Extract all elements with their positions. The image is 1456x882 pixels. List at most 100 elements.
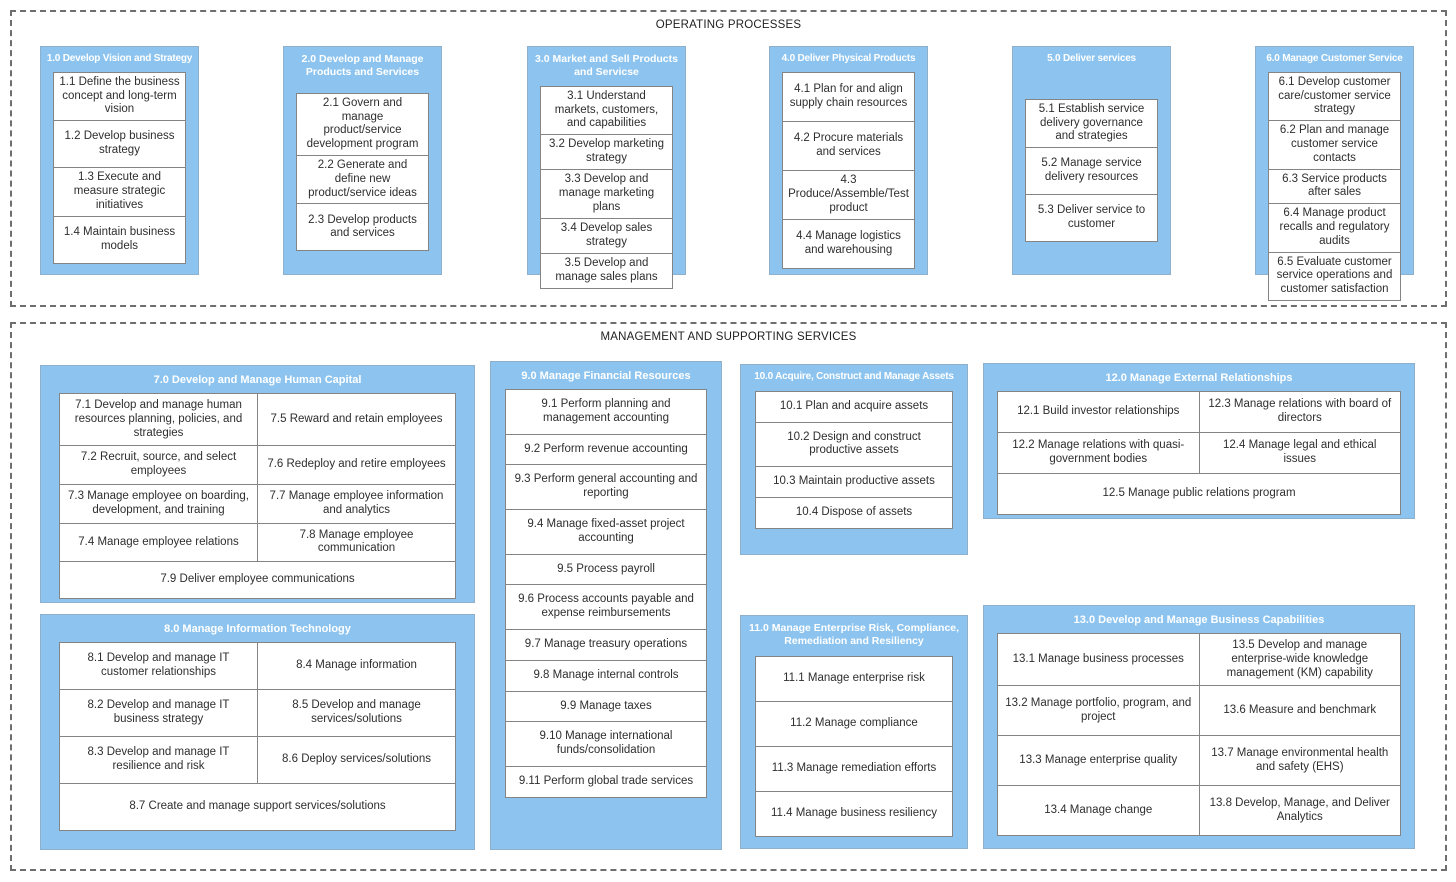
process-item: 9.2 Perform revenue accounting xyxy=(506,434,706,465)
process-item: 7.9 Deliver employee communications xyxy=(60,562,455,599)
process-item: 10.3 Maintain productive assets xyxy=(756,467,952,497)
process-item: 11.3 Manage remediation efforts xyxy=(756,746,952,791)
process-item: 9.3 Perform general accounting and repor… xyxy=(506,465,706,510)
process-item: 13.1 Manage business processes xyxy=(998,634,1199,686)
process-item: 8.1 Develop and manage IT customer relat… xyxy=(60,643,257,690)
process-item: 4.4 Manage logistics and warehousing xyxy=(783,219,914,268)
process-item: 8.3 Develop and manage IT resilience and… xyxy=(60,737,257,784)
process-item: 7.8 Manage employee communication xyxy=(258,523,455,562)
process-item: 5.1 Establish service delivery governanc… xyxy=(1026,99,1157,148)
process-item: 2.2 Generate and define new product/serv… xyxy=(297,156,428,204)
operating-processes-section: OPERATING PROCESSES 1.0 Develop Vision a… xyxy=(10,10,1447,307)
process-item: 7.4 Manage employee relations xyxy=(60,523,257,562)
process-item: 2.3 Develop products and services xyxy=(297,204,428,251)
process-item: 6.2 Plan and manage customer service con… xyxy=(1269,121,1400,169)
process-item: 6.4 Manage product recalls and regulator… xyxy=(1269,204,1400,252)
process-box-title: 11.0 Manage Enterprise Risk, Compliance,… xyxy=(748,622,960,648)
process-item: 13.3 Manage enterprise quality xyxy=(998,736,1199,786)
process-item: 13.4 Manage change xyxy=(998,786,1199,836)
process-item: 9.11 Perform global trade services xyxy=(506,767,706,797)
process-item-grid: 13.1 Manage business processes 13.5 Deve… xyxy=(997,633,1401,837)
process-box-7-develop-and-manage-human-capital: 7.0 Develop and Manage Human Capital 7.1… xyxy=(40,365,475,603)
process-item-grid: 8.1 Develop and manage IT customer relat… xyxy=(59,642,456,832)
process-box-title: 6.0 Manage Customer Service xyxy=(1266,53,1403,64)
process-item-list: 11.1 Manage enterprise risk 11.2 Manage … xyxy=(755,655,953,837)
process-item: 9.8 Manage internal controls xyxy=(506,660,706,691)
process-item: 1.3 Execute and measure strategic initia… xyxy=(54,168,185,216)
process-item: 8.6 Deploy services/solutions xyxy=(258,737,455,784)
process-item: 13.6 Measure and benchmark xyxy=(1199,686,1400,736)
process-box-title: 4.0 Deliver Physical Products xyxy=(781,53,916,64)
process-item: 3.4 Develop sales strategy xyxy=(541,218,672,253)
process-box-2-develop-and-manage-products-and-services: 2.0 Develop and Manage Products and Serv… xyxy=(283,46,442,275)
process-box-5-deliver-services: 5.0 Deliver services 5.1 Establish servi… xyxy=(1012,46,1171,275)
process-box-title: 3.0 Market and Sell Products and Servics… xyxy=(535,53,678,79)
process-item: 13.8 Develop, Manage, and Deliver Analyt… xyxy=(1199,786,1400,836)
process-item: 12.1 Build investor relationships xyxy=(998,392,1199,433)
process-item-list: 3.1 Understand markets, customers, and c… xyxy=(540,85,673,289)
process-box-12-manage-external-relationships: 12.0 Manage External Relationships 12.1 … xyxy=(983,363,1415,519)
process-item-grid: 7.1 Develop and manage human resources p… xyxy=(59,393,456,600)
process-item: 10.4 Dispose of assets xyxy=(756,497,952,528)
process-item-list: 9.1 Perform planning and management acco… xyxy=(505,389,707,798)
process-item: 11.4 Manage business resiliency xyxy=(756,791,952,836)
process-item: 6.3 Service products after sales xyxy=(1269,169,1400,204)
process-box-title: 5.0 Deliver services xyxy=(1047,53,1136,64)
process-box-4-deliver-physical-products: 4.0 Deliver Physical Products 4.1 Plan f… xyxy=(769,46,928,275)
process-box-title: 1.0 Develop Vision and Strategy xyxy=(46,53,193,64)
process-item: 3.5 Develop and manage sales plans xyxy=(541,253,672,288)
process-item: 12.4 Manage legal and ethical issues xyxy=(1199,433,1400,474)
process-item: 9.7 Manage treasury operations xyxy=(506,630,706,660)
process-box-8-manage-information-technology: 8.0 Manage Information Technology 8.1 De… xyxy=(40,614,475,850)
process-item: 9.10 Manage international funds/consolid… xyxy=(506,722,706,767)
process-item-list: 2.1 Govern and manage product/service de… xyxy=(296,92,429,252)
process-item: 8.5 Develop and manage services/solution… xyxy=(258,690,455,737)
process-item-list: 4.1 Plan for and align supply chain reso… xyxy=(782,71,915,269)
process-item: 10.1 Plan and acquire assets xyxy=(756,391,952,422)
process-item: 4.2 Procure materials and services xyxy=(783,121,914,170)
section-title: MANAGEMENT AND SUPPORTING SERVICES xyxy=(600,331,857,343)
process-box-title: 7.0 Develop and Manage Human Capital xyxy=(153,374,362,386)
process-item: 11.2 Manage compliance xyxy=(756,701,952,746)
process-item: 3.1 Understand markets, customers, and c… xyxy=(541,86,672,135)
process-box-1-develop-vision-and-strategy: 1.0 Develop Vision and Strategy 1.1 Defi… xyxy=(40,46,199,275)
process-item: 7.7 Manage employee information and anal… xyxy=(258,485,455,523)
process-box-13-develop-and-manage-business-capabilities: 13.0 Develop and Manage Business Capabil… xyxy=(983,605,1415,849)
process-item: 9.9 Manage taxes xyxy=(506,691,706,722)
process-item: 12.2 Manage relations with quasi-governm… xyxy=(998,433,1199,474)
process-item: 8.4 Manage information xyxy=(258,643,455,690)
process-box-title: 9.0 Manage Financial Resources xyxy=(521,370,691,382)
process-item: 7.6 Redeploy and retire employees xyxy=(258,446,455,485)
process-item: 13.2 Manage portfolio, program, and proj… xyxy=(998,686,1199,736)
process-box-3-market-and-sell-products-and-services: 3.0 Market and Sell Products and Servics… xyxy=(527,46,686,289)
process-box-title: 13.0 Develop and Manage Business Capabil… xyxy=(1073,614,1325,626)
process-box-title: 12.0 Manage External Relationships xyxy=(1105,372,1293,384)
process-item: 11.1 Manage enterprise risk xyxy=(756,656,952,701)
process-box-11-manage-enterprise-risk-compliance-remediation-and-resiliency: 11.0 Manage Enterprise Risk, Compliance,… xyxy=(740,615,968,849)
process-item: 9.6 Process accounts payable and expense… xyxy=(506,585,706,630)
process-item: 2.1 Govern and manage product/service de… xyxy=(297,93,428,156)
process-box-title: 2.0 Develop and Manage Products and Serv… xyxy=(301,53,424,79)
process-item: 4.1 Plan for and align supply chain reso… xyxy=(783,72,914,121)
process-item: 5.3 Deliver service to customer xyxy=(1026,195,1157,242)
process-item: 8.7 Create and manage support services/s… xyxy=(60,784,455,831)
process-box-10-acquire-construct-and-manage-assets: 10.0 Acquire, Construct and Manage Asset… xyxy=(740,364,968,555)
process-item: 10.2 Design and construct productive ass… xyxy=(756,422,952,467)
section-title: OPERATING PROCESSES xyxy=(655,19,802,31)
process-item: 4.3 Produce/Assemble/Test product xyxy=(783,170,914,219)
management-and-supporting-services-section: MANAGEMENT AND SUPPORTING SERVICES 7.0 D… xyxy=(10,322,1447,871)
process-item: 9.5 Process payroll xyxy=(506,554,706,585)
process-item: 7.3 Manage employee on boarding, develop… xyxy=(60,485,257,523)
process-item: 1.4 Maintain business models xyxy=(54,216,185,263)
process-item-list: 5.1 Establish service delivery governanc… xyxy=(1025,98,1158,243)
process-box-9-manage-financial-resources: 9.0 Manage Financial Resources 9.1 Perfo… xyxy=(490,361,722,850)
process-box-6-manage-customer-service: 6.0 Manage Customer Service 6.1 Develop … xyxy=(1255,46,1414,301)
process-item: 3.3 Develop and manage marketing plans xyxy=(541,170,672,218)
process-item: 1.2 Develop business strategy xyxy=(54,121,185,168)
process-item: 6.5 Evaluate customer service operations… xyxy=(1269,252,1400,300)
process-item: 7.1 Develop and manage human resources p… xyxy=(60,394,257,446)
process-item: 5.2 Manage service delivery resources xyxy=(1026,148,1157,195)
process-item: 7.2 Recruit, source, and select employee… xyxy=(60,446,257,485)
process-item: 13.5 Develop and manage enterprise-wide … xyxy=(1199,634,1400,686)
process-item: 6.1 Develop customer care/customer servi… xyxy=(1269,72,1400,121)
